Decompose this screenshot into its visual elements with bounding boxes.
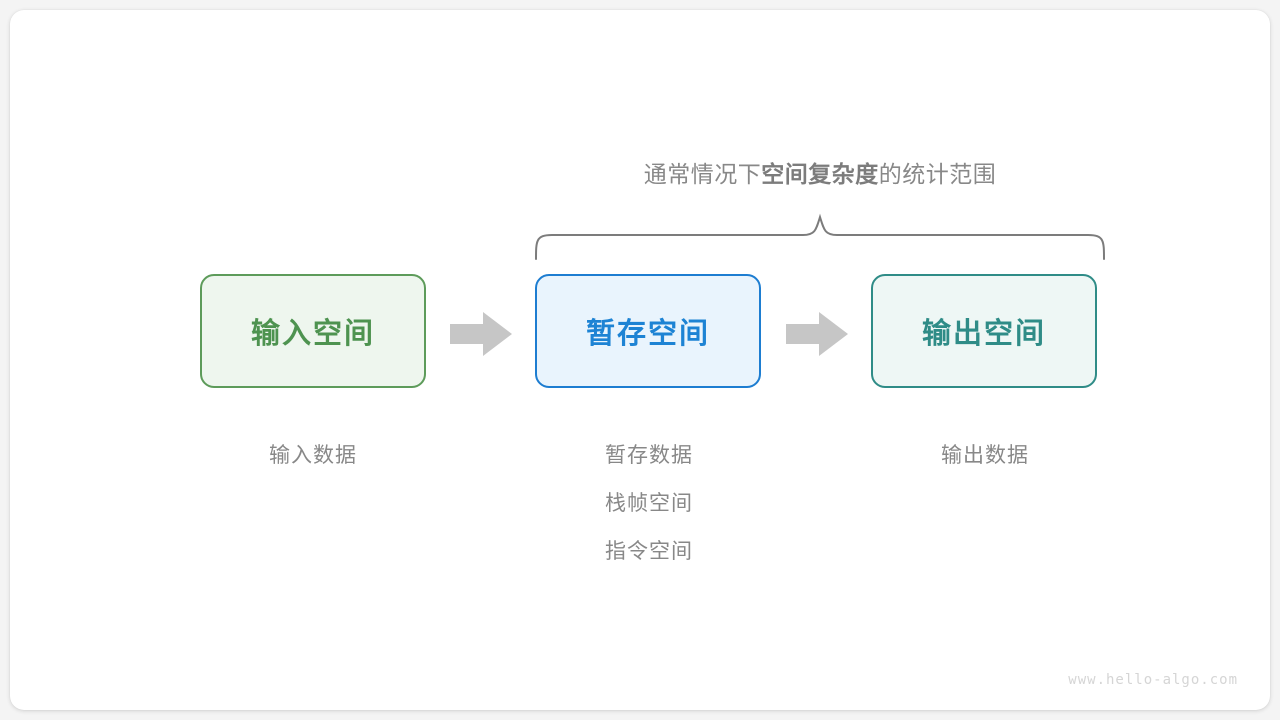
box-output-space-label: 输出空间 bbox=[921, 318, 1046, 350]
caption-item: 输入数据 bbox=[269, 444, 357, 467]
caption-item: 输出数据 bbox=[941, 444, 1029, 467]
box-temp-space-label: 暂存空间 bbox=[585, 318, 710, 350]
diagram-stage: 通常情况下空间复杂度的统计范围 输入空间 暂存空间 输出空间 bbox=[10, 10, 1270, 710]
diagram-card: 通常情况下空间复杂度的统计范围 输入空间 暂存空间 输出空间 bbox=[10, 10, 1270, 710]
box-input-space: 输入空间 bbox=[200, 274, 426, 388]
arrow-right-icon bbox=[786, 312, 848, 356]
arrow-right-icon bbox=[450, 312, 512, 356]
box-input-space-label: 输入空间 bbox=[250, 318, 375, 350]
caption-item: 指令空间 bbox=[605, 540, 693, 563]
brace-caption-strong: 空间复杂度 bbox=[761, 161, 879, 187]
box-temp-space: 暂存空间 bbox=[535, 274, 761, 388]
brace-caption-prefix: 通常情况下 bbox=[643, 161, 762, 187]
box-output-space: 输出空间 bbox=[871, 274, 1097, 388]
watermark: www.hello-algo.com bbox=[1068, 672, 1238, 688]
caption-list-output: 输出数据 bbox=[845, 432, 1125, 480]
caption-item: 暂存数据 bbox=[605, 444, 693, 467]
caption-list-input: 输入数据 bbox=[173, 432, 453, 480]
brace-caption-suffix: 的统计范围 bbox=[878, 161, 997, 187]
brace-caption: 通常情况下空间复杂度的统计范围 bbox=[530, 155, 1110, 189]
caption-item: 栈帧空间 bbox=[605, 492, 693, 515]
caption-list-temp: 暂存数据 栈帧空间 指令空间 bbox=[509, 432, 789, 576]
curly-brace-icon bbox=[535, 213, 1105, 260]
